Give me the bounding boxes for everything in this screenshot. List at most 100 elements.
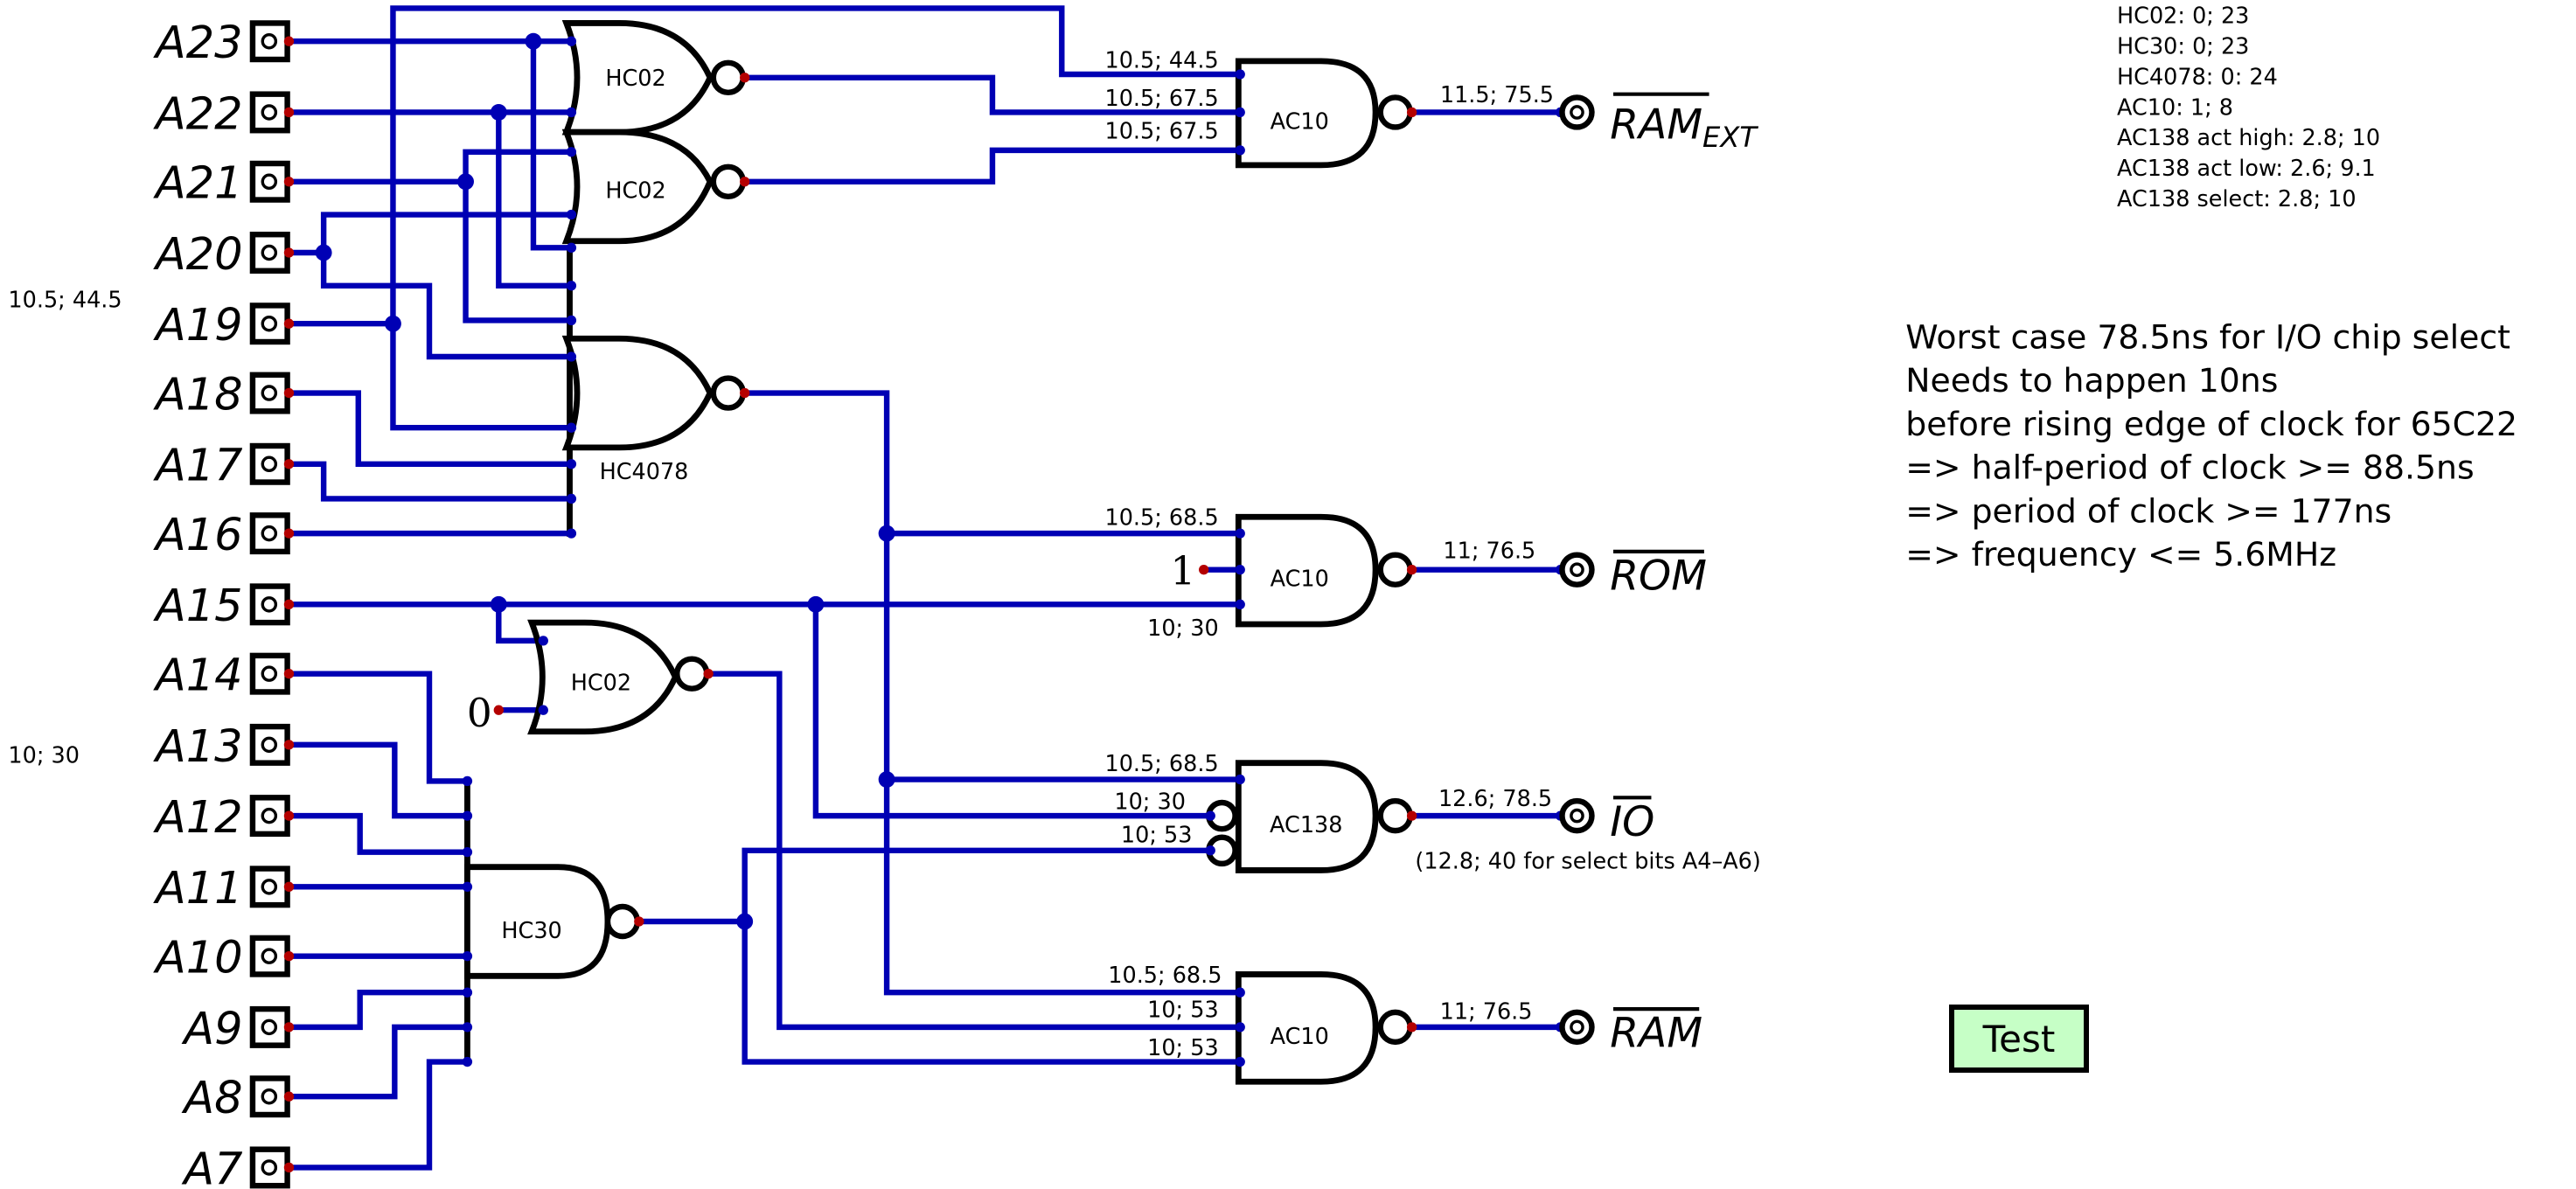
input-toggle-box[interactable]: [249, 20, 290, 63]
input-toggle-box[interactable]: [249, 795, 290, 838]
output-ram[interactable]: RAM: [1555, 1007, 1702, 1058]
input-pin-a7[interactable]: A7: [181, 1144, 295, 1189]
timing-label: 10.5; 68.5: [1108, 963, 1222, 989]
input-pin-dot: [462, 987, 473, 998]
input-pin-dot: [566, 36, 577, 46]
input-pin-dot: [1235, 69, 1245, 80]
gate-hc4078[interactable]: HC4078: [561, 335, 750, 485]
wire-a7: [289, 1059, 468, 1171]
wire-a15-io: [812, 604, 1211, 819]
input-pin-dot: [462, 1056, 473, 1067]
input-toggle-box[interactable]: [249, 583, 290, 626]
output-label-io: IO: [1610, 798, 1654, 846]
wire-a14: [289, 671, 468, 784]
output-io[interactable]: IO: [1555, 796, 1654, 846]
input-pin-dot: [1235, 987, 1245, 998]
gate-ac138-io[interactable]: AC138: [1205, 760, 1417, 873]
input-state-icon: [261, 315, 278, 332]
input-state-icon: [261, 1088, 278, 1105]
output-terminal-inner-icon: [1570, 1019, 1584, 1035]
input-toggle-box[interactable]: [249, 232, 290, 274]
input-toggle-box[interactable]: [249, 512, 290, 555]
wire-a18: [289, 390, 570, 467]
wires: [289, 5, 1561, 1171]
input-label: A13: [153, 721, 243, 773]
input-label: A11: [153, 863, 243, 914]
input-toggle-box[interactable]: [249, 866, 290, 908]
gate-delay-entry: AC138 act high: 2.8; 10: [2117, 125, 2380, 151]
inverter-bubble: [674, 656, 710, 692]
input-toggle-box[interactable]: [249, 1075, 290, 1118]
input-pin-a21[interactable]: A21: [153, 158, 295, 210]
input-pin-dot: [1235, 107, 1245, 118]
input-pin-a19[interactable]: A19: [153, 300, 295, 351]
timing-label: 11; 76.5: [1440, 998, 1533, 1025]
input-toggle-box[interactable]: [249, 442, 290, 485]
input-pin-a12[interactable]: A12: [153, 792, 295, 844]
input-state-icon: [261, 455, 278, 473]
output-terminal-icon: [1559, 797, 1595, 834]
gate-delay-entry: HC4078: 0: 24: [2117, 64, 2278, 90]
input-pin-a8[interactable]: A8: [181, 1073, 295, 1124]
input-label: A21: [153, 158, 243, 210]
timing-label-left: 10; 30: [8, 743, 80, 769]
gate-delay-entry: HC30: 0; 23: [2117, 33, 2249, 59]
input-pin-a13[interactable]: A13: [153, 721, 295, 773]
gate-hc02-low[interactable]: HC02: [527, 619, 714, 735]
input-label: A8: [181, 1073, 242, 1124]
input-toggle-box[interactable]: [249, 91, 290, 134]
input-output-dot: [283, 107, 295, 118]
gate-hc30[interactable]: HC30: [464, 864, 644, 979]
output-ramext[interactable]: RAMEXT: [1555, 92, 1758, 154]
input-toggle-box[interactable]: [249, 652, 290, 695]
gate-delay-entry: HC02: 0; 23: [2117, 3, 2249, 29]
input-pin-a14[interactable]: A14: [153, 650, 295, 702]
input-pin-dot: [462, 775, 473, 787]
output-rom[interactable]: ROM: [1555, 549, 1707, 600]
analysis-note-line: => half-period of clock >= 88.5ns: [1905, 448, 2474, 487]
input-pin-a16[interactable]: A16: [153, 510, 295, 561]
input-toggle-box[interactable]: [249, 1005, 290, 1048]
input-toggle-box[interactable]: [249, 372, 290, 414]
input-pin-a23[interactable]: A23: [153, 17, 295, 69]
input-pin-dot: [1205, 845, 1215, 856]
input-toggle-box[interactable]: [249, 723, 290, 766]
wire-hc02-top-out: [744, 74, 1239, 115]
input-pin-a15[interactable]: A15: [153, 581, 295, 632]
input-toggle-box[interactable]: [249, 302, 290, 345]
input-pin-a11[interactable]: A11: [153, 863, 295, 914]
input-toggle-box[interactable]: [249, 1146, 290, 1189]
timing-label: 10; 30: [1147, 615, 1219, 642]
output-pin-dot: [1406, 810, 1417, 821]
gate-hc02-mid[interactable]: HC02: [561, 129, 750, 245]
timing-label: 10.5; 67.5: [1105, 119, 1219, 145]
gate-ac10-ramext[interactable]: AC10: [1235, 58, 1417, 169]
input-pin-dot: [1235, 774, 1245, 785]
gate-hc02-top[interactable]: HC02: [561, 20, 750, 136]
input-pin-a22[interactable]: A22: [153, 88, 295, 140]
input-pin-dot: [566, 528, 577, 539]
output-terminal-icon: [1559, 1009, 1595, 1046]
junction-dot: [315, 244, 332, 261]
gate-label: HC02: [571, 671, 631, 697]
wire-hc30-ram: [741, 921, 1239, 1065]
input-pin-dot: [538, 636, 548, 646]
output-terminal-inner-icon: [1570, 562, 1584, 577]
input-label: A15: [153, 581, 243, 632]
input-pin-a18[interactable]: A18: [153, 369, 295, 421]
input-pin-dot: [462, 951, 473, 962]
gate-ac10-rom[interactable]: AC10: [1235, 513, 1417, 628]
gate-ac10-ram[interactable]: AC10: [1235, 971, 1417, 1085]
input-pin-a10[interactable]: A10: [153, 933, 295, 984]
input-toggle-box[interactable]: [249, 160, 290, 203]
input-pin-dot: [462, 1022, 473, 1033]
test-button[interactable]: Test: [1949, 1005, 2089, 1073]
nand-gate-body: [1235, 513, 1379, 628]
input-pin-a20[interactable]: A20: [153, 229, 295, 281]
input-pin-a9[interactable]: A9: [181, 1004, 295, 1055]
inverter-bubble: [604, 903, 641, 940]
input-pin-a17[interactable]: A17: [153, 441, 295, 492]
input-output-dot: [283, 1022, 295, 1033]
input-toggle-box[interactable]: [249, 935, 290, 977]
gate-label: HC02: [605, 178, 665, 205]
